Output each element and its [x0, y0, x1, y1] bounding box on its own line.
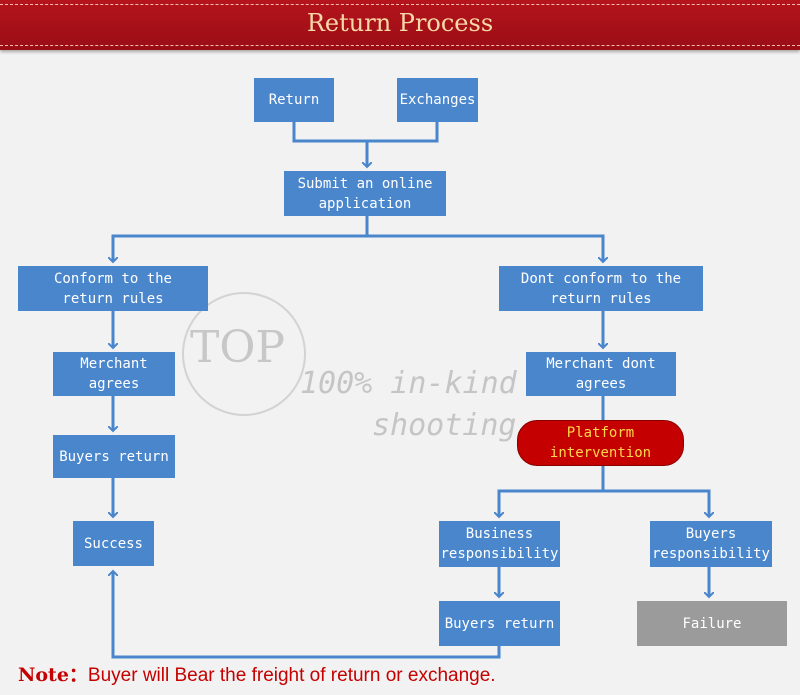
- node-success: Success: [73, 521, 154, 566]
- watermark-logo-circle: [182, 292, 306, 416]
- connector-split: [111, 234, 605, 262]
- node-failure: Failure: [637, 601, 787, 646]
- connector-return-exchanges: [292, 122, 439, 143]
- node-buyers-return-right: Buyers return: [439, 601, 560, 646]
- header-banner: Return Process: [0, 0, 800, 50]
- watermark-line2: shooting: [372, 408, 517, 443]
- page-title: Return Process: [306, 9, 494, 37]
- node-buyers-return-left: Buyers return: [53, 435, 175, 478]
- connector-platform-split: [497, 489, 711, 517]
- watermark-logo-text: TOP: [190, 322, 286, 373]
- node-conform-rules: Conform to the return rules: [18, 266, 208, 311]
- node-merchant-agrees: Merchant agrees: [53, 352, 175, 396]
- watermark-line1: 100% in-kind: [300, 366, 517, 401]
- node-buyers-responsibility: Buyers responsibility: [650, 521, 772, 567]
- arrow-loop-to-success: [113, 571, 501, 659]
- node-merchant-dont-agrees: Merchant dont agrees: [526, 352, 676, 396]
- note-label: Note：: [18, 664, 88, 686]
- note-text: Note：Buyer will Bear the freight of retu…: [18, 660, 496, 687]
- note-body: Buyer will Bear the freight of return or…: [87, 665, 496, 686]
- node-submit-application: Submit an online application: [284, 171, 446, 216]
- node-dont-conform-rules: Dont conform to the return rules: [499, 266, 703, 311]
- node-platform-intervention: Platform intervention: [517, 420, 684, 466]
- node-return: Return: [254, 78, 334, 122]
- node-exchanges: Exchanges: [397, 78, 478, 122]
- node-business-responsibility: Business responsibility: [439, 521, 560, 567]
